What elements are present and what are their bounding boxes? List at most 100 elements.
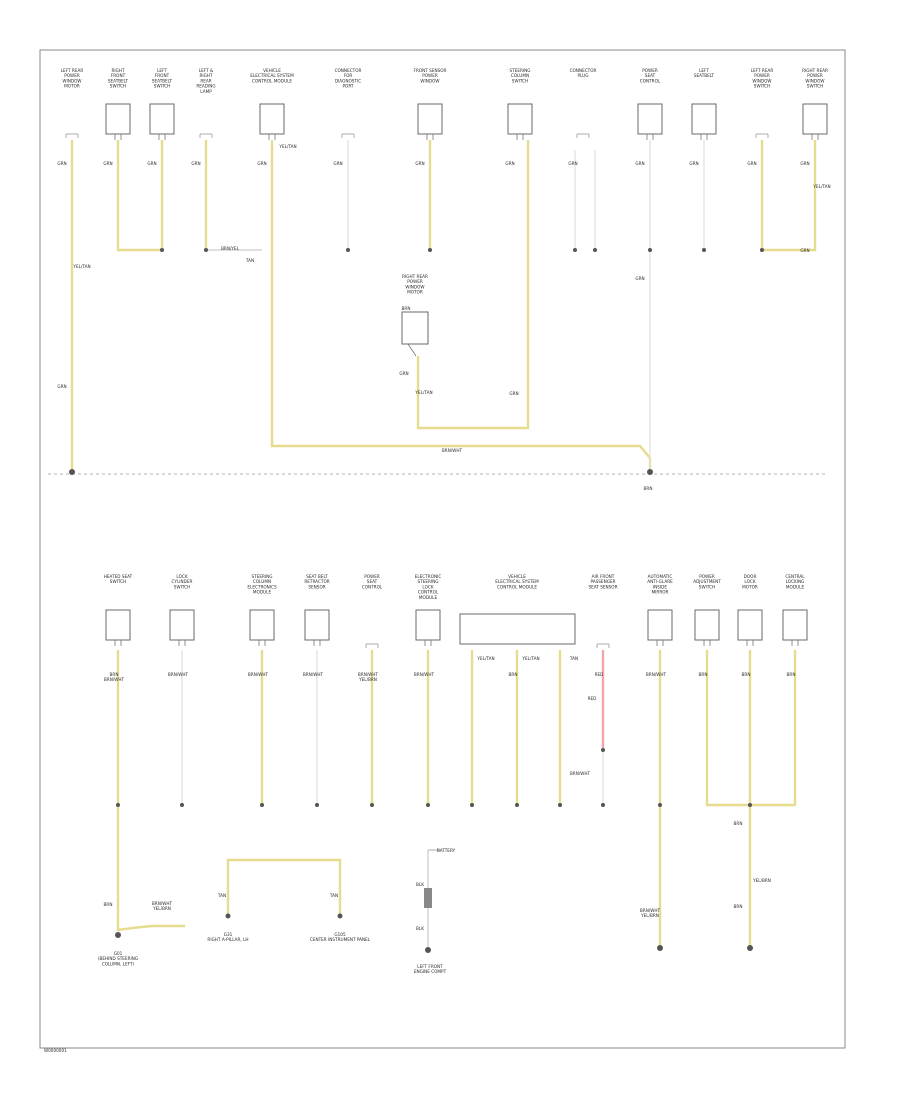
junction-c9b xyxy=(593,248,597,252)
top-component-box-c11 xyxy=(691,103,717,135)
top-component-wire-c1: GRN xyxy=(57,161,66,166)
label-c1-lower: YEL/TAN xyxy=(72,264,90,269)
junction-b1 xyxy=(116,803,120,807)
components-layer xyxy=(65,103,828,953)
wire-c12-c13 xyxy=(760,140,817,252)
bottom-component-wire-b2: BRN/WHT xyxy=(168,672,189,677)
label-ground-a-pin: TAN xyxy=(217,893,226,898)
top-component-wire-c12: GRN xyxy=(747,161,756,166)
wire-ground-bracket xyxy=(226,858,342,914)
label-c13-tag: YEL/TAN xyxy=(812,184,830,189)
top-component-box-c10 xyxy=(637,103,663,135)
ground-point-b9 xyxy=(657,945,663,951)
label-ground-b-pin: TAN xyxy=(329,893,338,898)
wire-b1 xyxy=(116,650,185,932)
bottom-component-wire-b6: BRN/WHT xyxy=(414,672,435,677)
junction-b8 xyxy=(601,748,605,752)
junction-b7-0 xyxy=(470,803,474,807)
top-component-wire-c3: GRN xyxy=(147,161,156,166)
label-b12-bottom: BRN xyxy=(734,904,743,909)
junction-b7-1 xyxy=(515,803,519,807)
bottom-component-box-b7 xyxy=(459,613,576,645)
label-battery-mid: BLK xyxy=(416,882,424,887)
bottom-component-wire-b7: BRN xyxy=(509,672,518,677)
top-component-wire-c11: GRN xyxy=(689,161,698,166)
label-c13-lower: GRN xyxy=(800,248,809,253)
label-b12-lower: YEL/BRN xyxy=(752,878,771,883)
junction-c3 xyxy=(160,248,164,252)
top-component-wire-c6: GRN xyxy=(333,161,342,166)
label-b1-lower: BRN xyxy=(104,902,113,907)
ground-point-b11 xyxy=(747,945,753,951)
mid-device-box xyxy=(401,311,429,345)
label-mid-wire-b: GRN xyxy=(399,371,408,376)
ground-point-g105 xyxy=(337,913,343,919)
junction-b2 xyxy=(180,803,184,807)
junction-c4 xyxy=(204,248,208,252)
junction-c6 xyxy=(346,248,350,252)
bottom-component-wire-b10: BRN xyxy=(699,672,708,677)
label-ground-right: BRN xyxy=(644,486,653,491)
wire-c2-c3 xyxy=(116,140,164,252)
ground-point-battery xyxy=(425,947,431,953)
bottom-component-wire-b9: BRN/WHT xyxy=(646,672,667,677)
junction-b5 xyxy=(370,803,374,807)
top-component-box-c13 xyxy=(802,103,828,135)
label-b7-tag-0: YEL/TAN xyxy=(476,656,494,661)
bottom-component-box-b1 xyxy=(105,609,131,641)
ground-point-right xyxy=(647,469,653,475)
junction-c12 xyxy=(760,248,764,252)
junction-b11 xyxy=(748,803,752,807)
top-component-box-c2 xyxy=(105,103,131,135)
ground-point-left xyxy=(69,469,75,475)
bottom-component-box-b3 xyxy=(249,609,275,641)
bottom-component-wire-b11: BRN xyxy=(742,672,751,677)
junction-b3 xyxy=(260,803,264,807)
top-component-wire-c13: GRN xyxy=(800,161,809,166)
label-mid-wire-a: YEL/TAN xyxy=(414,390,432,395)
top-component-box-c7 xyxy=(417,103,443,135)
junction-c9a xyxy=(573,248,577,252)
junction-c10 xyxy=(648,248,652,252)
battery-fuse xyxy=(424,888,432,908)
label-battery-tag: BATTERY xyxy=(437,848,456,853)
top-component-wire-c10: GRN xyxy=(635,161,644,166)
top-component-wire-c4: GRN xyxy=(191,161,200,166)
wires-layer xyxy=(70,140,817,950)
bottom-component-box-b12 xyxy=(782,609,808,641)
ground-point-g31 xyxy=(225,913,231,919)
label-mid-device-pin: BRN xyxy=(402,306,411,311)
wire-mid-c8 xyxy=(416,140,530,430)
wire-c5-trunk xyxy=(270,140,652,472)
top-component-box-c8 xyxy=(507,103,533,135)
footer-code: W0000001 xyxy=(44,1048,67,1053)
bottom-component-wire-b3: BRN/WHT xyxy=(248,672,269,677)
top-component-box-c5 xyxy=(259,103,285,135)
label-red-lower: BRN/WHT xyxy=(570,771,591,776)
